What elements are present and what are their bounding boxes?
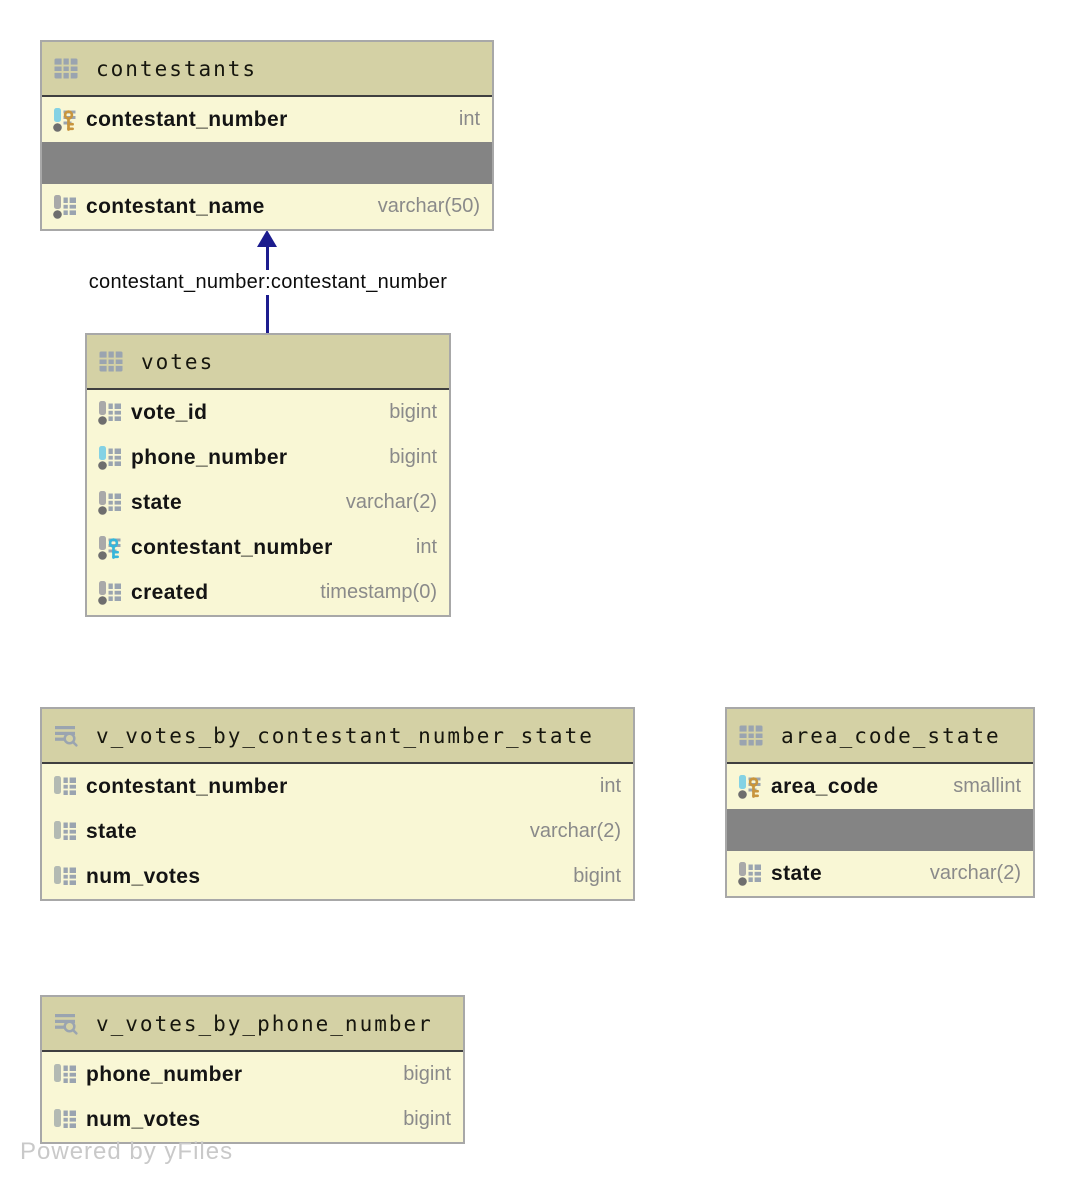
column-type: bigint bbox=[389, 401, 437, 423]
separator-band bbox=[42, 142, 492, 184]
column-type: int bbox=[415, 536, 437, 558]
column-name: num_votes bbox=[86, 1107, 201, 1131]
column-type: smallint bbox=[953, 775, 1021, 797]
column-row: state varchar(2) bbox=[87, 480, 449, 525]
primary-key-icon bbox=[51, 106, 78, 133]
relationship-arrowhead-icon bbox=[257, 230, 277, 247]
column-row: phone_number bigint bbox=[42, 1052, 463, 1097]
column-row: contestant_name varchar(50) bbox=[42, 184, 492, 229]
node-header[interactable]: area_code_state bbox=[727, 709, 1033, 764]
column-icon bbox=[96, 579, 123, 606]
view-column-icon bbox=[51, 773, 78, 800]
column-name: state bbox=[86, 819, 138, 843]
column-type: varchar(50) bbox=[377, 195, 480, 217]
column-name: contestant_number bbox=[86, 107, 288, 131]
column-icon bbox=[51, 193, 78, 220]
view-column-icon bbox=[51, 1061, 78, 1088]
column-icon bbox=[96, 399, 123, 426]
column-name: state bbox=[131, 490, 183, 514]
column-row: area_code smallint bbox=[727, 764, 1033, 809]
node-header[interactable]: v_votes_by_contestant_number_state bbox=[42, 709, 633, 764]
column-name: num_votes bbox=[86, 864, 201, 888]
column-type: bigint bbox=[573, 865, 621, 887]
table-icon bbox=[98, 348, 125, 375]
column-rows: contestant_number int state varchar(2) num_v… bbox=[42, 764, 633, 899]
column-name: area_code bbox=[771, 774, 879, 798]
column-name: phone_number bbox=[131, 445, 288, 469]
column-rows: contestant_number int contestant_name varch… bbox=[42, 97, 492, 229]
column-row: contestant_number int bbox=[87, 525, 449, 570]
yfiles-watermark: Powered by yFiles bbox=[20, 1138, 234, 1165]
table-icon bbox=[53, 55, 80, 82]
view-column-icon bbox=[51, 818, 78, 845]
column-type: varchar(2) bbox=[529, 820, 621, 842]
relationship-label: contestant_number:contestant_number bbox=[86, 270, 450, 295]
view-column-icon bbox=[51, 1106, 78, 1133]
column-row: state varchar(2) bbox=[727, 851, 1033, 896]
column-row: created timestamp(0) bbox=[87, 570, 449, 615]
primary-key-icon bbox=[736, 773, 763, 800]
column-type: int bbox=[599, 775, 621, 797]
column-name: phone_number bbox=[86, 1062, 243, 1086]
column-type: varchar(2) bbox=[929, 862, 1021, 884]
column-type: int bbox=[458, 108, 480, 130]
column-type: timestamp(0) bbox=[320, 581, 437, 603]
column-icon bbox=[736, 860, 763, 887]
node-header[interactable]: votes bbox=[87, 335, 449, 390]
table-title: area_code_state bbox=[781, 723, 1001, 748]
foreign-key-icon bbox=[96, 534, 123, 561]
node-header[interactable]: v_votes_by_phone_number bbox=[42, 997, 463, 1052]
column-name: contestant_number bbox=[131, 535, 333, 559]
view-title: v_votes_by_phone_number bbox=[96, 1011, 433, 1036]
column-row: contestant_number int bbox=[42, 97, 492, 142]
view-title: v_votes_by_contestant_number_state bbox=[96, 723, 594, 748]
separator-band bbox=[727, 809, 1033, 851]
column-type: varchar(2) bbox=[345, 491, 437, 513]
column-row: state varchar(2) bbox=[42, 809, 633, 854]
column-type: bigint bbox=[389, 446, 437, 468]
view-icon bbox=[53, 722, 80, 749]
node-header[interactable]: contestants bbox=[42, 42, 492, 97]
table-icon bbox=[738, 722, 765, 749]
column-name: contestant_number bbox=[86, 774, 288, 798]
view-column-icon bbox=[51, 863, 78, 890]
column-name: created bbox=[131, 580, 209, 604]
column-row: contestant_number int bbox=[42, 764, 633, 809]
indexed-column-icon bbox=[96, 444, 123, 471]
column-name: state bbox=[771, 861, 823, 885]
column-row: phone_number bigint bbox=[87, 435, 449, 480]
table-title: contestants bbox=[96, 56, 258, 81]
column-type: bigint bbox=[403, 1108, 451, 1130]
table-node-area-code-state[interactable]: area_code_state area_code smallint state var… bbox=[725, 707, 1035, 898]
view-icon bbox=[53, 1010, 80, 1037]
column-row: vote_id bigint bbox=[87, 390, 449, 435]
column-rows: area_code smallint state varchar(2) bbox=[727, 764, 1033, 896]
column-name: contestant_name bbox=[86, 194, 265, 218]
column-row: num_votes bigint bbox=[42, 1097, 463, 1142]
column-name: vote_id bbox=[131, 400, 208, 424]
table-title: votes bbox=[141, 349, 215, 374]
column-icon bbox=[96, 489, 123, 516]
column-row: num_votes bigint bbox=[42, 854, 633, 899]
column-type: bigint bbox=[403, 1063, 451, 1085]
